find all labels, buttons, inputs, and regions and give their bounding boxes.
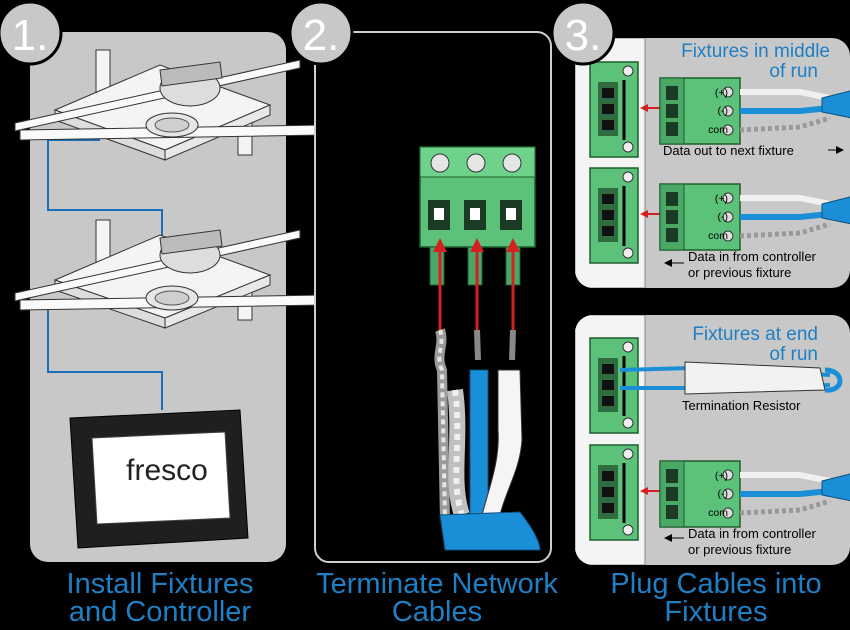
pin-labels-upper: (+) (-) com bbox=[708, 87, 728, 136]
end-run-title-2: of run bbox=[769, 344, 818, 365]
screw-icon bbox=[430, 153, 450, 173]
screw-icon bbox=[466, 153, 486, 173]
step-number-3: 3. bbox=[565, 11, 602, 60]
fresco-controller: fresco bbox=[69, 409, 249, 549]
plug-upper bbox=[659, 77, 741, 145]
recessed-fixture-2 bbox=[14, 219, 326, 329]
terminal-block bbox=[419, 146, 536, 286]
caption-3-line-1: Plug Cables into bbox=[610, 568, 821, 600]
caption-step-1: Install Fixtures and Controller bbox=[67, 568, 254, 628]
end-data-in-line-1: Data in from controller bbox=[688, 526, 817, 541]
step-badge-2: 2. bbox=[288, 0, 354, 66]
controller-brand: fresco bbox=[126, 454, 208, 487]
pin-label-minus: (-) bbox=[718, 211, 729, 223]
chain-cable-1 bbox=[47, 139, 163, 240]
end-run-title-1: Fixtures at end bbox=[692, 324, 818, 345]
panel-2-frame bbox=[314, 31, 552, 563]
resistor-label: Termination Resistor bbox=[682, 398, 801, 413]
data-out-label: Data out to next fixture bbox=[663, 143, 794, 158]
insert-arrows bbox=[433, 238, 520, 330]
caption-2-line-2: Cables bbox=[392, 596, 482, 628]
end-data-in-line-2: or previous fixture bbox=[688, 542, 791, 557]
recessed-fixture-1 bbox=[14, 49, 326, 161]
arrow-left-icon bbox=[664, 259, 672, 267]
caption-3-line-2: Fixtures bbox=[664, 596, 767, 628]
pin-label-com: com bbox=[708, 507, 728, 519]
pin-label-com: com bbox=[708, 124, 728, 136]
screw-icon bbox=[502, 153, 522, 173]
caption-2-line-1: Terminate Network bbox=[316, 568, 558, 600]
arrow-left-icon bbox=[664, 534, 672, 542]
fixture-socket-upper bbox=[588, 60, 640, 159]
pin-label-plus: (+) bbox=[715, 87, 728, 99]
panel-2-terminate bbox=[314, 31, 552, 563]
pin-label-minus: (-) bbox=[718, 488, 729, 500]
network-cable bbox=[434, 328, 541, 551]
plug-end bbox=[659, 460, 741, 528]
panel-3-end-run: Fixtures at end of run Termination Resis… bbox=[575, 315, 850, 565]
pin-labels-lower: (+) (-) com bbox=[708, 193, 728, 242]
pin-label-plus: (+) bbox=[715, 193, 728, 205]
plug-lower bbox=[659, 183, 741, 251]
fixture-socket-end-upper bbox=[588, 336, 640, 435]
step-number-2: 2. bbox=[303, 11, 340, 60]
data-in-line-2: or previous fixture bbox=[688, 265, 791, 280]
fixture-socket-end-lower bbox=[588, 443, 640, 542]
fixture-socket-lower bbox=[588, 166, 640, 265]
pin-label-com: com bbox=[708, 230, 728, 242]
middle-run-title-1: Fixtures in middle bbox=[681, 41, 830, 62]
step-badge-3: 3. bbox=[550, 0, 616, 66]
pin-label-plus: (+) bbox=[715, 470, 728, 482]
pin-label-minus: (-) bbox=[718, 105, 729, 117]
step-badge-1: 1. bbox=[0, 0, 63, 66]
pin-labels-end: (+) (-) com bbox=[708, 470, 728, 519]
caption-step-2: Terminate Network Cables bbox=[316, 568, 558, 628]
caption-step-3: Plug Cables into Fixtures bbox=[610, 568, 821, 628]
panel-1-install: fresco bbox=[14, 32, 326, 562]
caption-1-line-1: Install Fixtures bbox=[67, 568, 254, 600]
termination-resistor bbox=[619, 361, 843, 395]
panel-3-middle-run: Fixtures in middle of run (+) (-) com (+… bbox=[575, 38, 850, 288]
data-in-line-1: Data in from controller bbox=[688, 249, 817, 264]
caption-1-line-2: and Controller bbox=[69, 596, 251, 628]
arrow-right-icon bbox=[836, 146, 844, 154]
middle-run-title-2: of run bbox=[769, 61, 818, 82]
step-number-1: 1. bbox=[12, 11, 49, 60]
